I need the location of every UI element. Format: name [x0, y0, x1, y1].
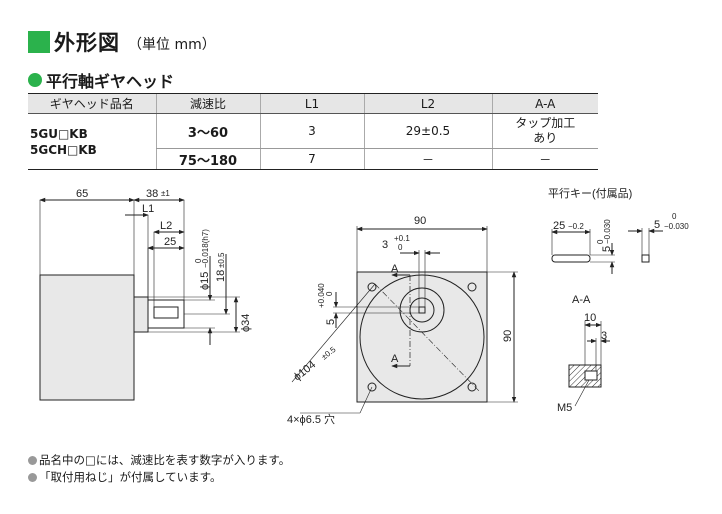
- section-a-top: A: [391, 263, 399, 275]
- section-title: 平行軸ギヤヘッド: [46, 72, 175, 91]
- l2-cell: 29±0.5: [363, 113, 492, 149]
- key-title: 平行キー(付属品): [548, 187, 632, 200]
- model-line: 5GU□KB: [30, 126, 88, 141]
- gray-dot-icon: [28, 456, 37, 465]
- unit-label: （単位 mm）: [128, 36, 216, 53]
- dim-5-tol-upper: +0.040: [317, 283, 326, 308]
- key-width-tol-upper: 0: [596, 239, 605, 244]
- front-view: [291, 226, 518, 414]
- notes: 品名中の□には、減速比を表す数字が入ります。 「取付用ねじ」が付属しています。: [28, 452, 290, 486]
- dim-18-tol: ±0.5: [217, 252, 226, 268]
- flange-circle: [359, 274, 485, 400]
- aa-cell: タップ加工 あり: [491, 113, 598, 149]
- model-line: 5GCH□KB: [30, 142, 97, 157]
- aa-cell: －: [491, 148, 598, 170]
- key-side: [551, 254, 591, 263]
- col-header-l2: L2: [363, 93, 492, 114]
- spec-table: ギヤヘッド品名 減速比 L1 L2 A-A 5GU□KB 5GCH□KB 3～6…: [28, 93, 598, 170]
- table-header-row: ギヤヘッド品名 減速比 L1 L2 A-A: [28, 93, 598, 114]
- dim-18: 18: [215, 270, 227, 282]
- shaft-keyway: [153, 306, 179, 319]
- note-text: 品名中の□には、減速比を表す数字が入ります。: [39, 453, 291, 467]
- dim-l2: L2: [160, 220, 172, 232]
- ratio-cell: 3～60: [155, 113, 260, 149]
- section-a-bottom: A: [391, 353, 399, 365]
- page-title: 外形図: [54, 31, 120, 55]
- model-cell: 5GU□KB 5GCH□KB: [28, 113, 156, 170]
- dim-3: 3: [382, 239, 388, 251]
- ratio-cell: 75～180: [155, 148, 260, 170]
- key-height: 5: [654, 219, 660, 231]
- aa-line: あり: [533, 131, 558, 145]
- dim-5-tol-lower: 0: [325, 291, 334, 296]
- shaft-key: [418, 306, 426, 314]
- section-dim-3: 3: [601, 330, 607, 342]
- key-height-tol-upper: 0: [672, 212, 677, 221]
- tapped-hole: [584, 370, 598, 381]
- dim-pcd: ϕ104: [291, 359, 318, 384]
- mount-hole: [367, 382, 377, 392]
- dim-pcd-tol: ±0.5: [320, 345, 338, 362]
- aa-line: タップ加工: [515, 116, 576, 130]
- section-dim-10: 10: [584, 312, 596, 324]
- table-row: 75～180 7 － －: [28, 148, 598, 170]
- dim-shaft-tol-upper: 0: [194, 258, 203, 263]
- dim-65: 65: [76, 188, 88, 200]
- gray-dot-icon: [28, 473, 37, 482]
- mount-hole: [467, 382, 477, 392]
- key-end: [641, 254, 650, 263]
- col-header-ratio: 減速比: [155, 93, 260, 114]
- mount-hole: [467, 282, 477, 292]
- dim-shaft-dia: ϕ15: [199, 272, 211, 290]
- section-aa-title: A-A: [572, 294, 591, 306]
- note-item: 品名中の□には、減速比を表す数字が入ります。: [28, 452, 290, 469]
- dim-90-right: 90: [502, 330, 514, 342]
- key-height-tol-lower: −0.030: [664, 222, 689, 231]
- dim-l1: L1: [142, 203, 154, 215]
- section-aa-drawing: [568, 321, 610, 407]
- dim-3-tol-upper: +0.1: [394, 234, 410, 243]
- col-header-l1: L1: [259, 93, 364, 114]
- l1-cell: 7: [259, 148, 364, 170]
- title-row: 外形図 （単位 mm）: [28, 28, 216, 56]
- dim-5: 5: [325, 319, 337, 325]
- dim-3-tol-lower: 0: [398, 243, 403, 252]
- l1-cell: 3: [259, 113, 364, 149]
- side-view: [39, 197, 240, 401]
- l2-cell: －: [363, 148, 492, 170]
- dim-25: 25: [164, 236, 176, 248]
- green-square-icon: [28, 31, 50, 53]
- dim-pilot-dia: ϕ34: [240, 314, 252, 332]
- dim-90-top: 90: [414, 215, 426, 227]
- col-header-model: ギヤヘッド品名: [28, 93, 156, 114]
- dim-shaft-tol-lower: −0.018(h7): [201, 229, 210, 268]
- col-header-aa: A-A: [491, 93, 598, 114]
- key-length-tol: −0.2: [568, 222, 584, 231]
- pilot-boss: [133, 296, 149, 333]
- key-width: 5: [601, 246, 613, 252]
- green-dot-icon: [28, 73, 42, 87]
- key-length: 25: [553, 220, 565, 232]
- note-text: 「取付用ねじ」が付属しています。: [39, 470, 222, 484]
- dim-38: 38: [146, 188, 158, 200]
- thread-label: M5: [557, 402, 572, 414]
- note-item: 「取付用ねじ」が付属しています。: [28, 469, 290, 486]
- mount-hole: [367, 282, 377, 292]
- key-drawing: [551, 228, 663, 274]
- holes-label: 4×ϕ6.5 穴: [287, 412, 335, 426]
- dim-38-tol: ±1: [161, 189, 170, 198]
- key-width-tol-lower: −0.030: [603, 219, 612, 244]
- gearhead-body: [39, 274, 135, 401]
- table-row: 5GU□KB 5GCH□KB 3～60 3 29±0.5 タップ加工 あり: [28, 113, 598, 170]
- section-heading: 平行軸ギヤヘッド: [28, 68, 174, 92]
